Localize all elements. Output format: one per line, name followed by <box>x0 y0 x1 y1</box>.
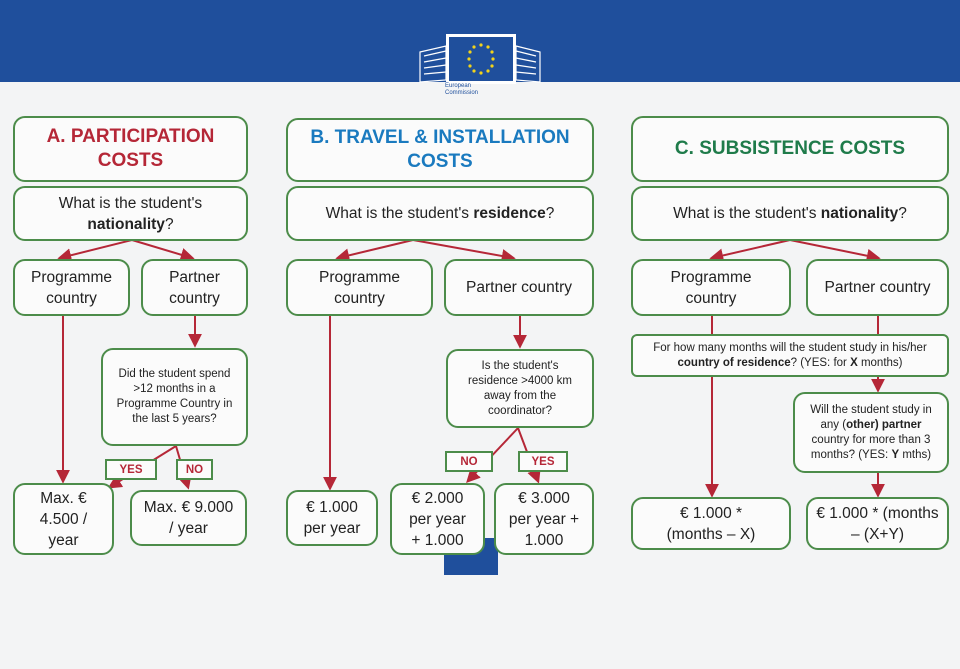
col-a-programme-country: Programme country <box>13 259 130 316</box>
col-b-title-line1: B. TRAVEL & INSTALLATION <box>310 127 570 148</box>
col-b-result-yes: € 3.000 per year + 1.000 <box>494 483 594 555</box>
col-b-sub-question-text: Is the student's residence >4000 km away… <box>468 359 572 417</box>
col-b-programme-label: Programme country <box>319 268 400 307</box>
col-a-programme-label: Programme country <box>31 268 112 307</box>
logo-line-2: Commission <box>445 90 479 96</box>
col-b-title-line2: COSTS <box>407 151 473 172</box>
col-b-result-no: € 2.000 per year + 1.000 <box>390 483 485 555</box>
col-b-yes-label: YES <box>518 451 568 472</box>
col-c-other-q-post: country for more than 3 months? (YES: <box>810 433 931 461</box>
col-b-result-programme-text: € 1.000 per year <box>303 499 361 537</box>
col-c-question-keyword: nationality <box>820 205 899 222</box>
col-c-result-x-text: € 1.000 * (months – X) <box>666 504 756 543</box>
arrow-c-programme <box>709 239 791 263</box>
col-b-no-text: NO <box>460 455 478 468</box>
col-c-months-q-post: months) <box>860 356 903 369</box>
arrow-b-programme <box>335 239 414 263</box>
col-c-months-q-mid: ? (YES: for <box>790 356 847 369</box>
col-b-partner-country: Partner country <box>444 259 594 316</box>
col-c-result-xy: € 1.000 * (months – (X+Y) <box>806 497 949 550</box>
arrow-b-partner <box>412 239 516 263</box>
col-c-other-question: Will the student study in any (other) pa… <box>793 392 949 473</box>
col-a-yes-label: YES <box>105 459 157 480</box>
col-b-question: What is the student's residence? <box>286 186 594 241</box>
col-a-question-keyword: nationality <box>87 215 165 233</box>
col-a-title-line1: A. PARTICIPATION <box>46 126 215 147</box>
col-c-question-mark: ? <box>898 205 907 222</box>
col-a-question-mark: ? <box>164 215 174 233</box>
col-a-no-text: NO <box>185 463 204 476</box>
arrow-c-partner <box>789 239 881 263</box>
col-c-months-q-x: X <box>850 356 858 369</box>
col-c-programme-country: Programme country <box>631 259 791 316</box>
col-b-result-yes-text: € 3.000 per year + 1.000 <box>508 489 580 549</box>
col-b-programme-country: Programme country <box>286 259 433 316</box>
col-b-result-no-text: € 2.000 per year + 1.000 <box>409 489 466 549</box>
col-b-partner-label: Partner country <box>466 279 572 296</box>
col-a-sub-question-text: Did the student spend >12 months in a Pr… <box>116 368 233 425</box>
col-a-no-label: NO <box>176 459 213 480</box>
col-c-other-q-partner: ) partner <box>874 418 922 431</box>
col-c-result-x: € 1.000 * (months – X) <box>631 497 791 550</box>
european-commission-logo <box>419 34 541 84</box>
col-a-title: A. PARTICIPATION COSTS <box>13 116 248 182</box>
col-c-question: What is the student's nationality? <box>631 186 949 241</box>
logo-line-1: European <box>445 83 472 89</box>
col-a-question: What is the student's nationality? <box>13 186 248 241</box>
col-a-partner-country: Partner country <box>141 259 248 316</box>
logo-text: European Commission <box>445 83 478 97</box>
col-a-result-no: Max. € 9.000 / year <box>130 490 247 546</box>
col-b-result-programme: € 1.000 per year <box>286 490 378 546</box>
col-c-partner-label: Partner country <box>824 279 931 296</box>
col-b-sub-question: Is the student's residence >4000 km away… <box>446 349 594 428</box>
col-a-question-text: What is the student's <box>58 194 203 212</box>
col-c-other-q-end: mths) <box>902 448 932 461</box>
col-c-question-text: What is the student's <box>673 205 817 222</box>
col-b-question-text: What is the student's <box>325 205 470 222</box>
col-b-question-keyword: residence <box>473 205 546 222</box>
col-b-yes-text: YES <box>531 455 555 468</box>
col-a-result-yes: Max. € 4.500 / year <box>13 483 114 555</box>
col-c-title: C. SUBSISTENCE COSTS <box>631 116 949 182</box>
col-c-months-question: For how many months will the student stu… <box>631 334 949 377</box>
col-a-yes-text: YES <box>119 463 143 476</box>
col-c-result-xy-text: € 1.000 * (months – (X+Y) <box>816 504 939 543</box>
col-c-months-q-keyword: country of residence <box>677 356 791 369</box>
arrow-a-programme <box>57 239 133 263</box>
col-a-result-no-text: Max. € 9.000 / year <box>143 499 234 537</box>
col-c-months-q-text: For how many months will the student stu… <box>653 341 927 354</box>
arrow-b-no <box>466 427 519 484</box>
col-a-result-yes-text: Max. € 4.500 / year <box>39 489 88 549</box>
col-a-sub-question: Did the student spend >12 months in a Pr… <box>101 348 248 446</box>
col-c-programme-label: Programme country <box>670 268 752 307</box>
col-a-title-line2: COSTS <box>97 150 164 171</box>
col-c-partner-country: Partner country <box>806 259 949 316</box>
col-b-title: B. TRAVEL & INSTALLATION COSTS <box>286 118 594 182</box>
col-c-other-q-keyword: other <box>846 418 875 431</box>
col-c-title-text: C. SUBSISTENCE COSTS <box>674 138 906 159</box>
col-b-no-label: NO <box>445 451 493 472</box>
col-a-partner-label: Partner country <box>169 268 220 307</box>
arrow-a-partner <box>131 239 195 262</box>
col-c-other-q-y: Y <box>891 448 900 461</box>
col-b-question-mark: ? <box>545 205 555 222</box>
col-c-other-q-text: Will the student study in any ( <box>810 403 932 431</box>
